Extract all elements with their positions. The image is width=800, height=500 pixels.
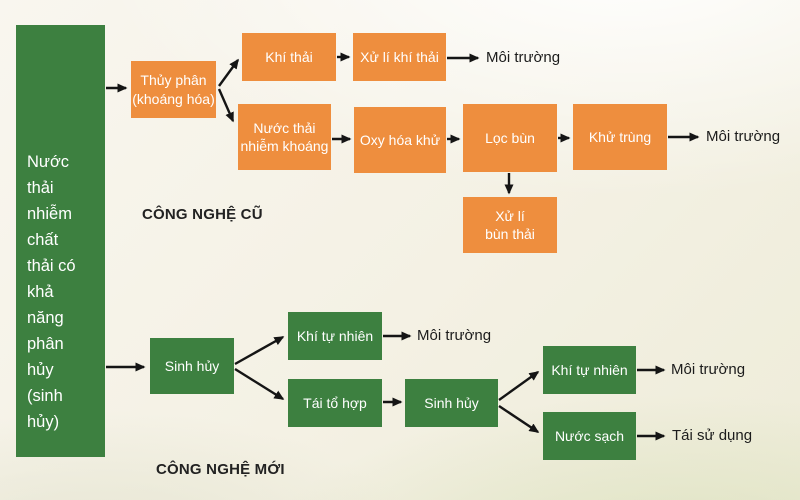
output-moi-truong-new-2: Môi trường bbox=[671, 361, 746, 378]
node-thuy-phan: Thủy phân (khoáng hóa) bbox=[131, 61, 216, 118]
arrow-thuy-phan-to-khi-thai bbox=[218, 58, 239, 87]
node-nuoc-sach: Nước sạch bbox=[543, 412, 636, 460]
output-moi-truong-air-old: Môi trường bbox=[486, 49, 561, 66]
output-tai-su-dung: Tái sử dụng bbox=[672, 427, 753, 444]
node-khi-thai: Khí thải bbox=[242, 33, 336, 81]
node-tai-to-hop: Tái tổ hợp bbox=[288, 379, 382, 427]
node-xu-li-khi-thai: Xử lí khí thải bbox=[353, 33, 446, 81]
node-oxy-hoa-khu: Oxy hóa khử bbox=[354, 107, 446, 173]
arrow-sinh-huy-2-to-nuoc-sach bbox=[498, 405, 540, 433]
node-sinh-huy-2: Sinh hủy bbox=[405, 379, 498, 427]
node-khi-tu-nhien-2: Khí tự nhiên bbox=[543, 346, 636, 394]
node-khu-trung: Khử trùng bbox=[573, 104, 667, 170]
output-moi-truong-water-old: Môi trường bbox=[706, 128, 781, 145]
arrow-sinh-huy-to-tai-to-hop bbox=[234, 367, 285, 401]
section-label-new-tech: CÔNG NGHỆ MỚI bbox=[156, 461, 285, 478]
arrow-sinh-huy-to-khi-tu-nhien-1 bbox=[234, 335, 285, 366]
arrow-sinh-huy-2-to-khi-tu-nhien-2 bbox=[498, 371, 540, 401]
node-khi-tu-nhien-1: Khí tự nhiên bbox=[288, 312, 382, 360]
node-loc-bun: Lọc bùn bbox=[463, 104, 557, 172]
node-xu-li-bun-thai: Xử lí bùn thải bbox=[463, 197, 557, 253]
node-sinh-huy-1: Sinh hủy bbox=[150, 338, 234, 394]
output-moi-truong-new-1: Môi trường bbox=[417, 327, 492, 344]
node-source-wastewater: Nước thải nhiễm chất thải có khả năng ph… bbox=[16, 25, 105, 457]
arrow-thuy-phan-to-nuoc-thai bbox=[217, 88, 235, 123]
node-nuoc-thai-nhiem-khoang: Nước thải nhiễm khoáng bbox=[238, 104, 331, 170]
section-label-old-tech: CÔNG NGHỆ CŨ bbox=[142, 206, 263, 223]
